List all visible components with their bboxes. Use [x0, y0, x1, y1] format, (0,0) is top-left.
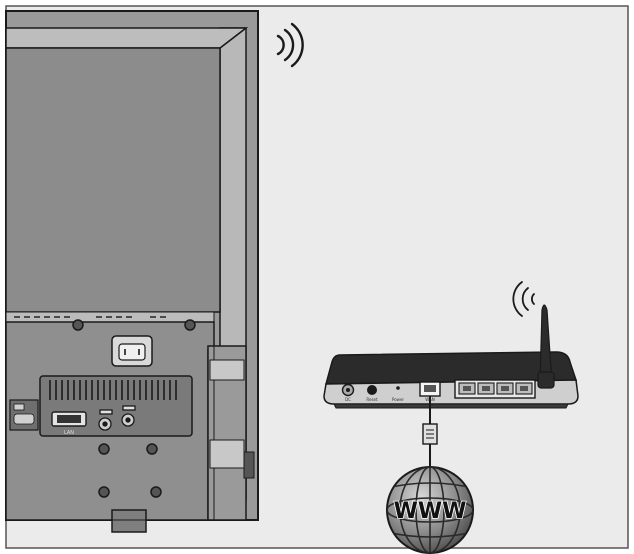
screw-icon [184, 319, 196, 331]
internet-globe-icon: WWW [386, 466, 474, 554]
router-port-label: Power [392, 397, 404, 402]
screw-icon [150, 486, 162, 498]
router: DC Reset Power WAN [323, 304, 579, 409]
router-dc-jack: DC [341, 383, 355, 402]
tv-stand-foot [111, 509, 147, 533]
tv-heatsink-fins [49, 380, 177, 400]
tv-wireless-signal-icon [276, 22, 304, 68]
tv-rear-view: LAN [5, 10, 259, 533]
tv-side-bracket [207, 345, 255, 521]
router-antenna [537, 304, 555, 389]
tv-lan-port: LAN [51, 411, 87, 436]
tv-antenna-connectors [98, 405, 136, 431]
ethernet-plug-icon [422, 423, 438, 445]
screw-icon [98, 443, 110, 455]
screw-icon [72, 319, 84, 331]
tv-frame-top [5, 27, 249, 49]
router-power-led: Power [392, 386, 404, 402]
router-lan-ports [454, 379, 536, 399]
router-port-label: Reset [366, 397, 378, 402]
router-base [333, 403, 569, 409]
globe-label: WWW [394, 499, 467, 524]
tv-port-label: LAN [64, 430, 74, 436]
tv-side-ports [9, 399, 39, 431]
router-wireless-signal-icon [512, 281, 535, 317]
router-port-label: DC [345, 397, 351, 402]
ethernet-cable [422, 396, 438, 466]
tv-power-plate [111, 335, 153, 367]
screw-icon [98, 486, 110, 498]
tv-mounting-screws [72, 319, 196, 498]
router-reset-button: Reset [366, 385, 378, 402]
tv-back-panel [5, 47, 221, 313]
screw-icon [146, 443, 158, 455]
